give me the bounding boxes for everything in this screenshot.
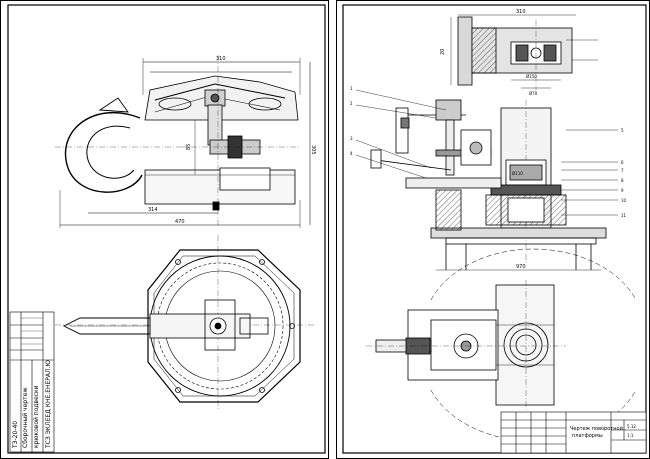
- dim-top-width: 310: [216, 56, 226, 62]
- leader-1: 1: [350, 86, 353, 91]
- dim-short: 85: [186, 144, 192, 150]
- dim-mid-width: 314: [148, 207, 158, 213]
- leader-7: 7: [621, 168, 624, 173]
- hook-plan-view: [55, 235, 315, 410]
- leader-11: 11: [621, 213, 627, 218]
- left-title-line-3: ТСЗ ЭКЛЕЕД КНЕ.ЕНЕРАЛ.Ю: [45, 360, 52, 449]
- right-title-block: [500, 411, 647, 454]
- base-width-dim: 970: [516, 264, 526, 270]
- right-drawing-sheet: 310 20 Ø150 Ø70: [336, 0, 650, 459]
- detail-dim-top: 310: [516, 9, 526, 15]
- dim-height: 305: [310, 145, 316, 155]
- right-title-scale: 1:1: [627, 433, 634, 438]
- leader-4: 4: [350, 151, 353, 156]
- left-drawing-sheet: 310 314 470 305 85: [0, 0, 329, 459]
- left-sheet-inner-frame: [7, 4, 326, 454]
- leader-3: 3: [350, 136, 353, 141]
- dim-overall-width: 470: [175, 219, 185, 225]
- leader-10: 10: [621, 198, 627, 203]
- left-sheet-svg: 310 314 470 305 85: [0, 0, 329, 459]
- right-title-name-1: Чертеж поворотной: [570, 425, 623, 432]
- leader-2: 2: [350, 101, 353, 106]
- hook-front-view: [55, 55, 311, 228]
- right-title-name-2: платформы: [572, 433, 603, 439]
- leader-9: 9: [621, 188, 624, 193]
- left-title-block: [9, 311, 55, 453]
- detail-section-view: [450, 14, 598, 90]
- right-sheet-svg: 310 20 Ø150 Ø70: [336, 0, 650, 459]
- right-title-sheet-code: 5.12: [627, 424, 636, 429]
- platform-plan-view: [366, 248, 637, 442]
- right-sheet-inner-frame: [342, 4, 647, 454]
- left-title-line-2: крюковой подвески: [33, 385, 40, 448]
- detail-dim-d2: Ø70: [529, 91, 538, 96]
- platform-front-elevation: [355, 89, 618, 271]
- left-title-number: ТЗ-20-40: [12, 421, 19, 449]
- left-title-line-1: Сборочный чертеж: [22, 387, 29, 448]
- detail-dim-side: 20: [440, 49, 446, 55]
- leader-8: 8: [621, 178, 624, 183]
- shaft-diameter-dim: Ø110: [512, 171, 523, 176]
- detail-dim-d1: Ø150: [526, 74, 537, 79]
- leader-6: 6: [621, 160, 624, 165]
- leader-5: 5: [621, 128, 624, 133]
